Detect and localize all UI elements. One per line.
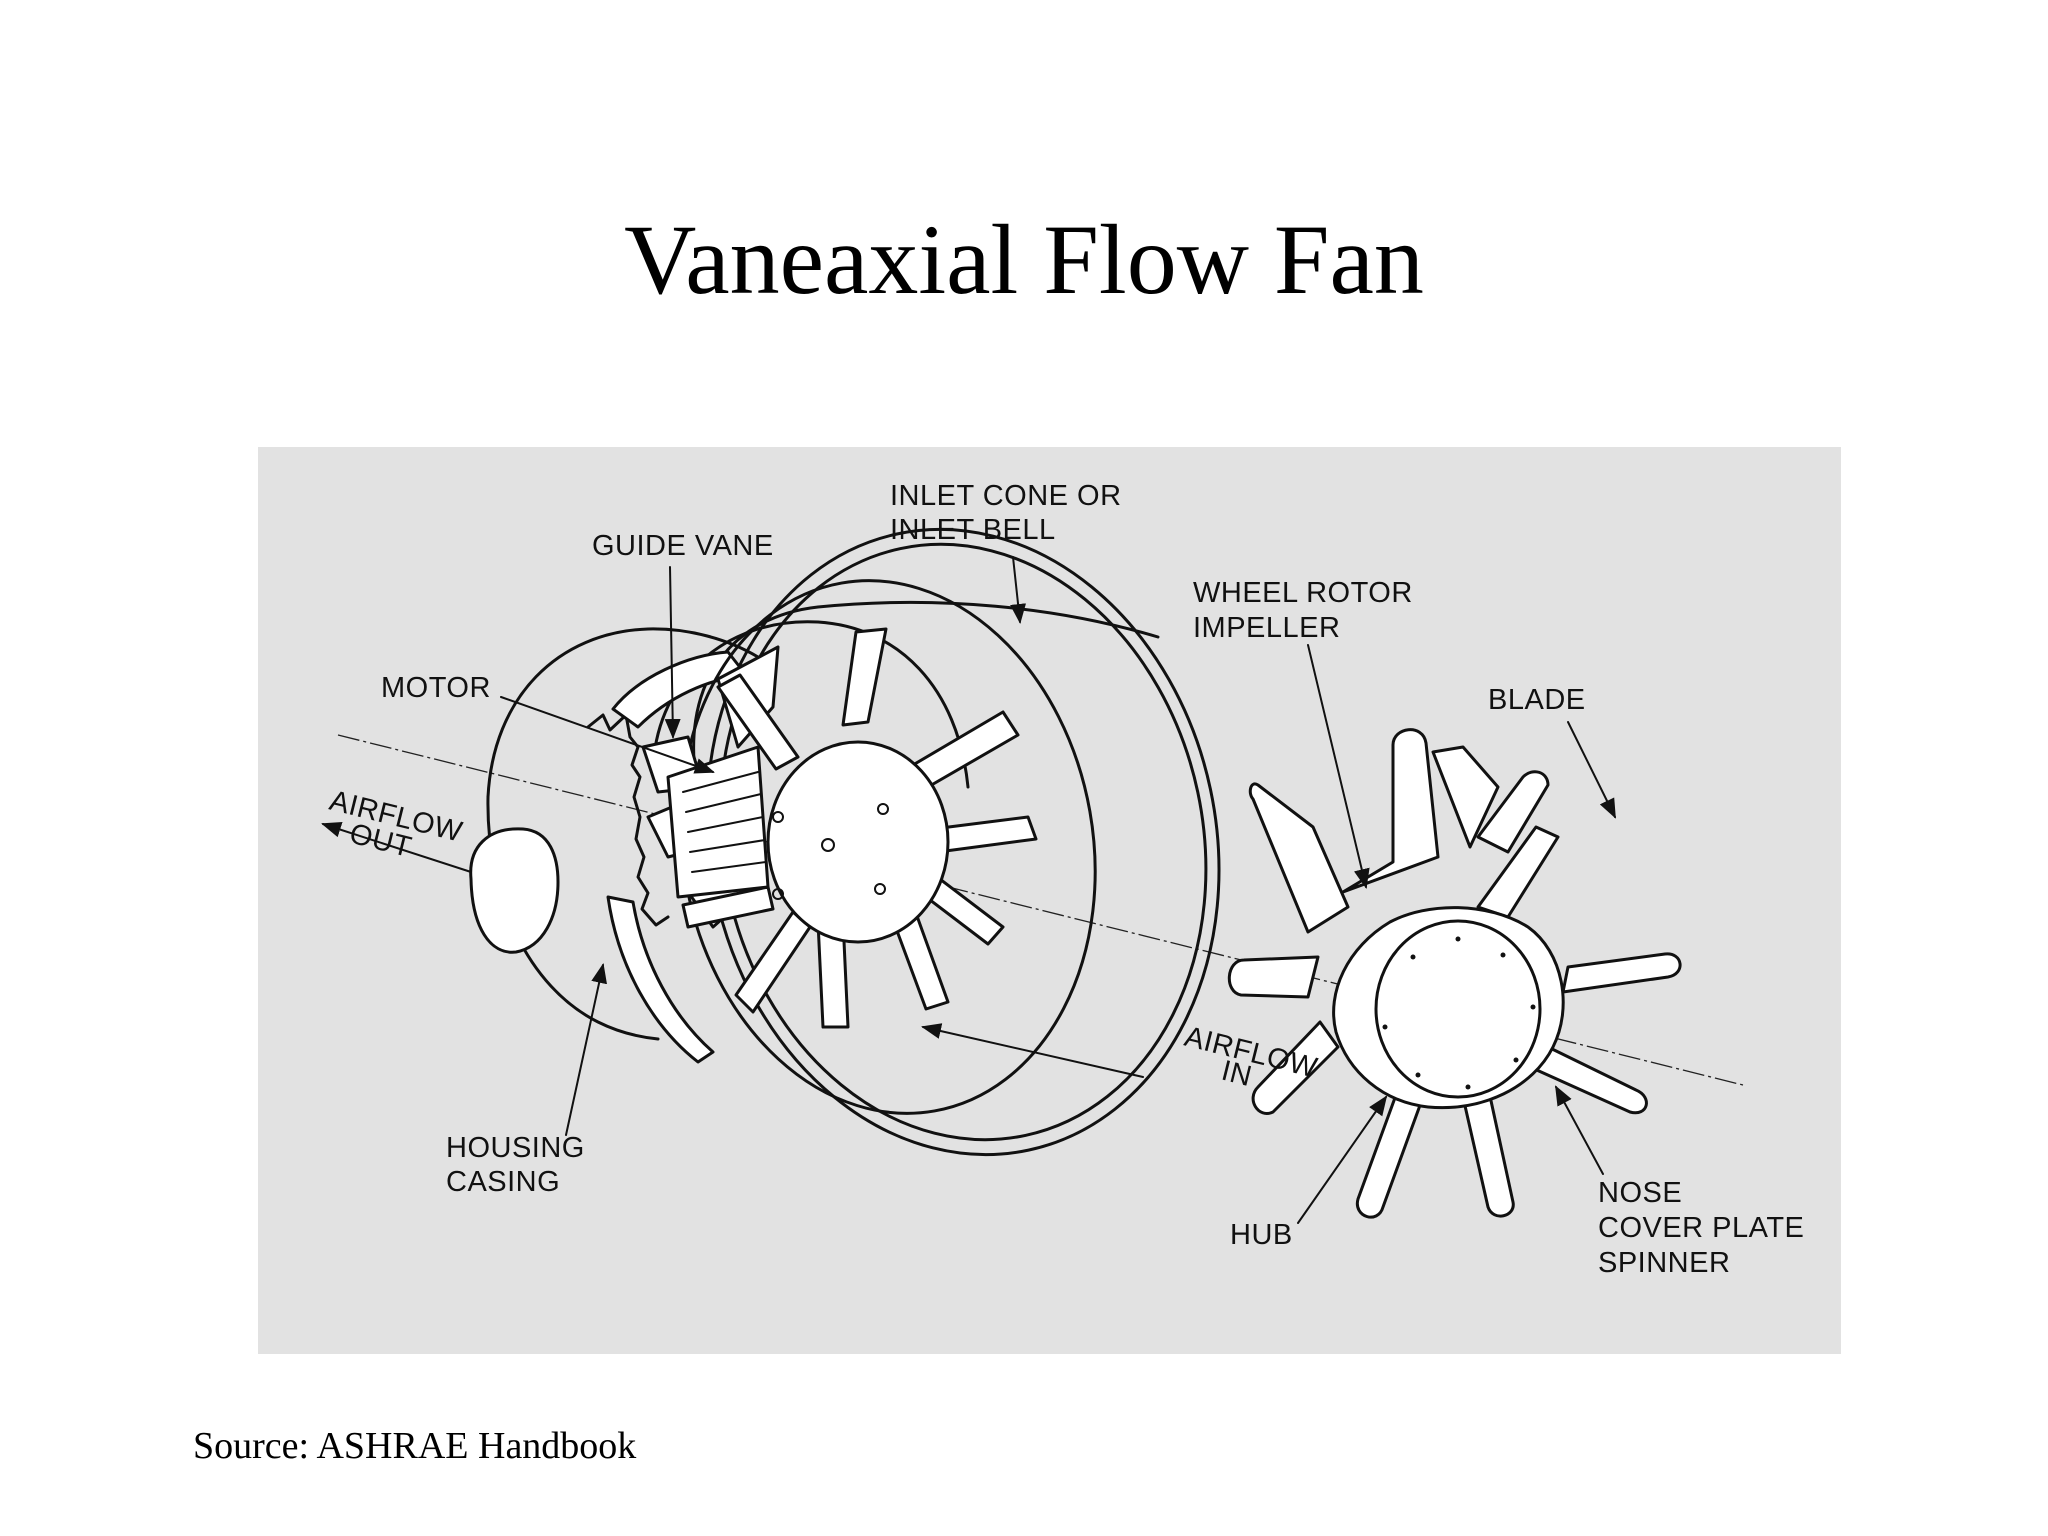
slide-title: Vaneaxial Flow Fan (624, 204, 1424, 315)
label-inlet-bell: INLET BELL (890, 514, 1056, 546)
impeller-blade-top-left (1248, 782, 1350, 934)
impeller-blade-bottom (1355, 1093, 1425, 1219)
label-wheel-rotor: WHEEL ROTOR (1193, 577, 1413, 609)
housing-back-edge (486, 627, 760, 799)
impeller (1227, 728, 1682, 1219)
hub-leader (1297, 1095, 1388, 1224)
vaneaxial-fan-illustration: INLET CONE OR INLET BELL GUIDE VANE WHEE… (321, 480, 1804, 1279)
guide-vane-leader (664, 566, 681, 739)
impeller-blade-lower-left (1251, 1020, 1340, 1115)
impeller-blade-top (1341, 728, 1440, 894)
label-airflow-in-2: IN (1218, 1055, 1255, 1093)
label-blade: BLADE (1488, 684, 1586, 716)
impeller-blade-top-right-a (1431, 745, 1500, 849)
housing-hub-plate (766, 740, 950, 944)
label-housing: HOUSING (446, 1132, 585, 1164)
label-nose: NOSE (1598, 1177, 1682, 1209)
stator-blade-upper-left (716, 673, 800, 771)
stator-blade-left (681, 885, 775, 929)
callout-labels: INLET CONE OR INLET BELL GUIDE VANE WHEE… (326, 480, 1804, 1279)
nose-leader (1555, 1085, 1604, 1175)
label-motor: MOTOR (381, 672, 491, 704)
airflow-out-arrow (321, 821, 472, 873)
nose-cover-plate (1374, 919, 1542, 1099)
cutaway-edge (586, 713, 670, 927)
label-cover-plate: COVER PLATE (1598, 1212, 1804, 1244)
inlet-bell-leader (1010, 556, 1027, 624)
impeller-blade-left (1227, 955, 1320, 999)
casing-upper-band (692, 600, 1160, 794)
impeller-blade-right-lower (1528, 1045, 1648, 1115)
label-impeller: IMPELLER (1193, 612, 1340, 644)
label-hub: HUB (1230, 1219, 1293, 1251)
source-citation: Source: ASHRAE Handbook (193, 1425, 637, 1467)
leader-lines (321, 556, 1616, 1224)
motor-leader (500, 696, 715, 774)
blade-leader (1567, 721, 1616, 819)
hub-plate-face (766, 740, 950, 944)
shroud-strip-bottom (606, 895, 715, 1064)
fan-diagram-panel: INLET CONE OR INLET BELL GUIDE VANE WHEE… (258, 447, 1841, 1354)
impeller-blade-bottom-right (1461, 1085, 1515, 1218)
outlet-flange (469, 827, 560, 954)
label-guide-vane: GUIDE VANE (592, 530, 774, 562)
housing-leader (565, 963, 607, 1136)
wheel-rotor-leader (1307, 644, 1370, 889)
stator-blade-bottom-left (734, 910, 812, 1014)
label-inlet-cone: INLET CONE OR (890, 480, 1122, 512)
motor (666, 745, 770, 899)
impeller-blade-top-right-b (1476, 770, 1550, 854)
impeller-blade-right (1561, 952, 1682, 994)
label-spinner: SPINNER (1598, 1247, 1730, 1279)
airflow-in-arrow (921, 1023, 1144, 1078)
housing-casing (469, 600, 1160, 1064)
label-casing: CASING (446, 1166, 560, 1198)
stator-blade-top (841, 627, 888, 727)
